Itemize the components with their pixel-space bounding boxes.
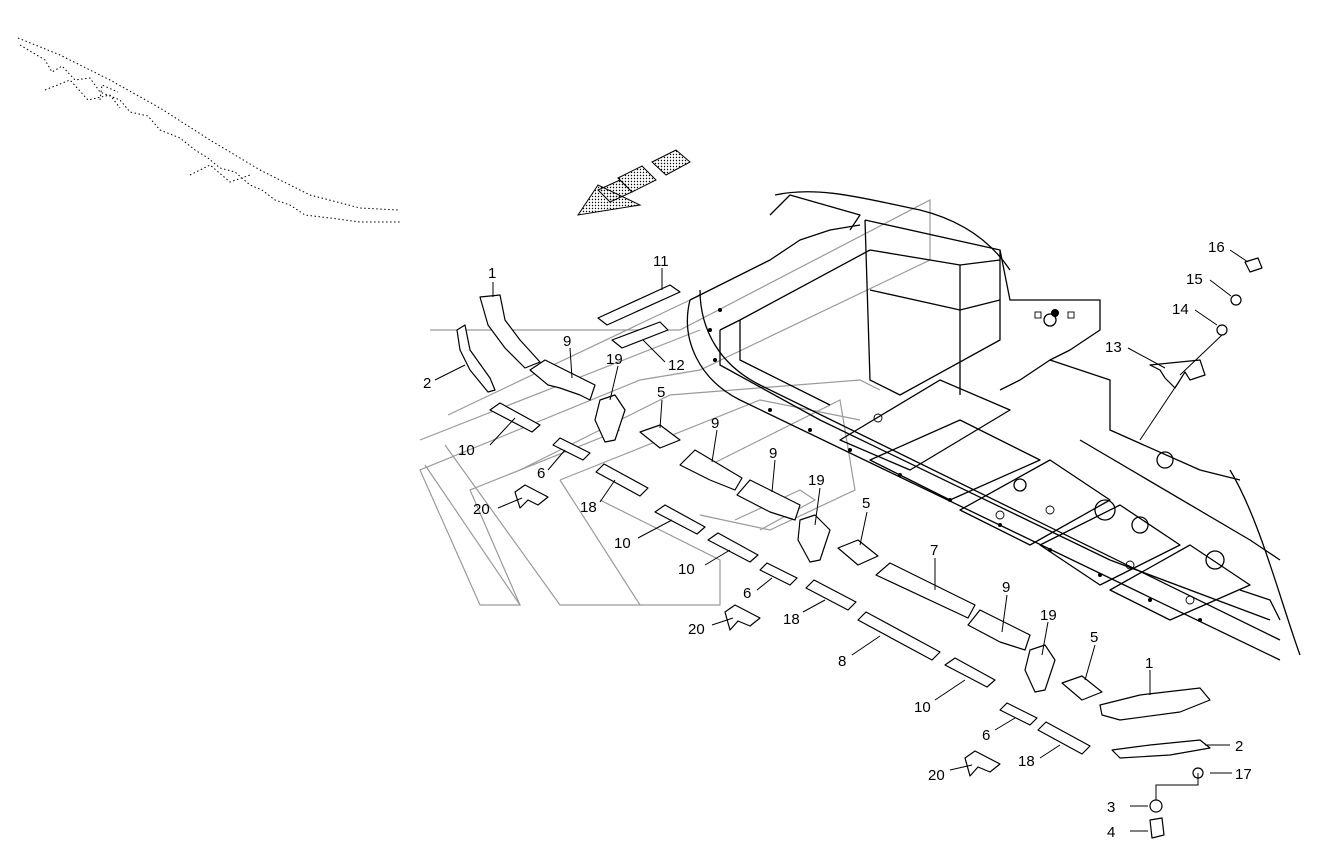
label-p9-a: 9: [563, 333, 571, 350]
label-p12: 12: [668, 357, 685, 374]
label-p19-a: 19: [606, 351, 623, 368]
label-p19-c: 19: [1040, 607, 1057, 624]
label-p10-c: 10: [678, 561, 695, 578]
label-p4: 4: [1107, 824, 1115, 841]
leader-lines: [434, 249, 1249, 832]
label-p5-b: 5: [862, 495, 870, 512]
overview-thumbnail: [17, 37, 400, 223]
label-p16: 16: [1208, 239, 1225, 256]
label-p13: 13: [1105, 339, 1122, 356]
label-p9-b: 9: [711, 415, 719, 432]
parts: [456, 257, 1263, 839]
label-p15: 15: [1186, 271, 1203, 288]
label-p8: 8: [838, 653, 846, 670]
label-p20-a: 20: [473, 501, 490, 518]
ghost-tunnel-outline: [419, 199, 931, 606]
label-p18-b: 18: [783, 611, 800, 628]
label-p10-b: 10: [614, 535, 631, 552]
label-p5-c: 5: [1090, 629, 1098, 646]
label-p10-d: 10: [914, 699, 931, 716]
label-p6-c: 6: [982, 727, 990, 744]
label-p2-right: 2: [1235, 738, 1243, 755]
label-p11: 11: [653, 253, 669, 270]
label-p9-d: 9: [1002, 579, 1010, 596]
label-p7: 7: [930, 542, 938, 559]
label-p6-b: 6: [743, 585, 751, 602]
label-p2-left: 2: [423, 375, 431, 392]
label-p20-b: 20: [688, 621, 705, 638]
label-p10-a: 10: [458, 442, 475, 459]
label-p5-a: 5: [657, 384, 665, 401]
label-p20-c: 20: [928, 767, 945, 784]
label-p17: 17: [1235, 766, 1252, 783]
label-p19-b: 19: [808, 472, 825, 489]
label-p1-top: 1: [488, 265, 496, 282]
label-p6-a: 6: [537, 465, 545, 482]
label-p1-bottom: 1: [1145, 655, 1153, 672]
label-p9-c: 9: [769, 445, 777, 462]
main-frame: [686, 191, 1301, 661]
label-p18-c: 18: [1018, 753, 1035, 770]
label-p3: 3: [1107, 799, 1115, 816]
direction-arrow: [576, 149, 691, 216]
label-p18-a: 18: [580, 499, 597, 516]
label-p14: 14: [1172, 301, 1189, 318]
callout-labels: 1 2 9 11 12 19 5 10 6 20 18 9 9 19 10 10…: [423, 239, 1252, 841]
